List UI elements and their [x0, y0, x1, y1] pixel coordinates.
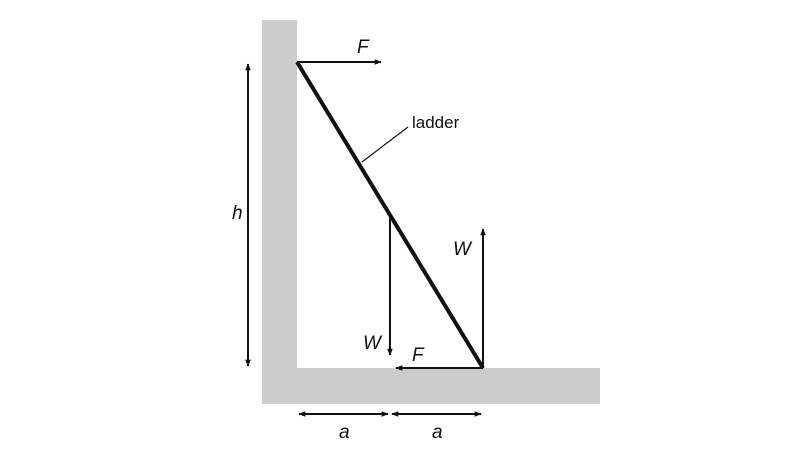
dist-left-label: a: [339, 422, 350, 443]
ladder-leader-line: [361, 126, 409, 163]
floor: [262, 368, 600, 404]
weight-up-label: W: [453, 239, 473, 260]
weight-down-label: W: [363, 333, 383, 354]
force-bottom-label: F: [412, 345, 425, 366]
dist-right-label: a: [432, 422, 443, 443]
force-top-label: F: [357, 37, 370, 58]
ladder-label: ladder: [412, 113, 460, 132]
height-label: h: [232, 203, 243, 224]
wall: [262, 20, 297, 404]
